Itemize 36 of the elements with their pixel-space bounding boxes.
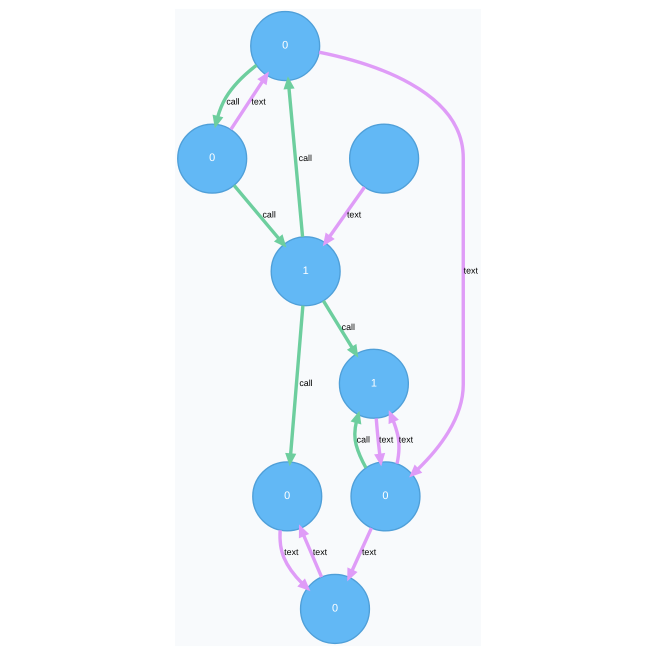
arrow xyxy=(212,64,258,128)
edge-label: text xyxy=(463,266,478,276)
node-circle: 1 xyxy=(270,236,340,306)
arrow xyxy=(298,524,323,578)
edge-label: text xyxy=(250,96,266,107)
arrow xyxy=(322,186,366,246)
node-circle: 1 xyxy=(338,348,409,419)
edge-label: call xyxy=(356,434,370,444)
arrow xyxy=(284,306,304,466)
arrow xyxy=(228,72,268,130)
node-circle: 0 xyxy=(252,461,322,532)
arrow xyxy=(232,184,286,248)
edge-label: text xyxy=(398,434,413,444)
node-circle: 0 xyxy=(250,10,320,82)
arrow xyxy=(346,527,372,582)
edge-label: text xyxy=(312,546,327,557)
node-circle: 0 xyxy=(299,574,370,644)
arrow xyxy=(318,50,464,478)
arrow xyxy=(374,418,385,466)
arrow xyxy=(282,76,304,238)
edge-label: text xyxy=(346,209,361,220)
edge-label: text xyxy=(361,546,376,557)
node-circle: 0 xyxy=(350,461,420,532)
edge-label: call xyxy=(226,96,240,107)
edge-label: call xyxy=(298,152,312,163)
edge-label: call xyxy=(341,322,354,332)
edge-label: call xyxy=(298,378,312,388)
node-circle xyxy=(348,124,419,194)
edge-label: text xyxy=(284,546,298,557)
edge-label: call xyxy=(262,209,276,220)
arrow xyxy=(321,300,358,358)
arrow xyxy=(388,410,400,464)
node-circle: 0 xyxy=(176,124,247,194)
arrow xyxy=(278,530,310,592)
arrow xyxy=(350,410,367,469)
edge-label: text xyxy=(378,434,393,444)
